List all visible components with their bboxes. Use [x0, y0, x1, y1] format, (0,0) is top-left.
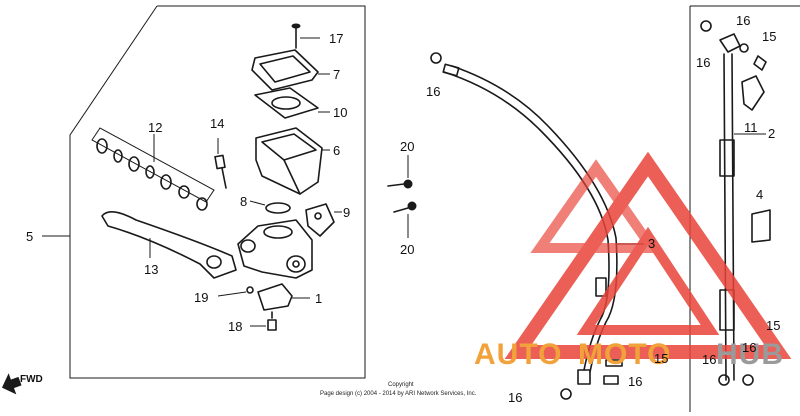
label-15-c: 15 [766, 318, 780, 333]
watermark-moto: MOTO [578, 338, 671, 371]
label-15-b: 15 [762, 29, 776, 44]
label-7: 7 [333, 67, 340, 82]
part-13-brake-lever [101, 211, 237, 279]
label-4: 4 [756, 187, 763, 202]
watermark-auto: AUTO [474, 338, 562, 371]
label-16-a: 16 [426, 84, 440, 99]
part-6-reservoir-body [255, 127, 330, 195]
label-20-b: 20 [400, 242, 414, 257]
watermark-logo [504, 151, 792, 359]
label-12: 12 [148, 120, 162, 135]
label-20-a: 20 [400, 139, 414, 154]
label-14: 14 [210, 116, 224, 131]
label-13: 13 [144, 262, 158, 277]
label-16-c: 16 [508, 390, 522, 405]
label-9: 9 [343, 205, 350, 220]
label-5: 5 [26, 229, 33, 244]
master-cylinder-body [237, 219, 313, 279]
part-2-brake-hose [700, 20, 771, 386]
copyright-line-1: Copyright [388, 382, 414, 388]
label-8: 8 [240, 194, 247, 209]
copyright-line-2: Page design (c) 2004 - 2014 by ARI Netwo… [320, 391, 477, 397]
part-20-bolt-upper [387, 155, 413, 189]
part-1-stop-switch [257, 283, 310, 311]
label-10: 10 [333, 105, 347, 120]
part-17-screw [291, 23, 320, 49]
fwd-label: FWD [20, 374, 43, 385]
part-8-o-ring [249, 200, 291, 214]
label-19: 19 [194, 290, 208, 305]
label-2: 2 [768, 126, 775, 141]
label-1: 1 [315, 291, 322, 306]
label-16-b: 16 [628, 374, 642, 389]
label-16-d: 16 [736, 13, 750, 28]
label-11: 11 [744, 120, 758, 135]
part-18-bolt [250, 311, 277, 331]
label-18: 18 [228, 319, 242, 334]
part-12-piston-set [91, 127, 215, 211]
watermark-hub: HUB [716, 338, 784, 371]
label-3: 3 [648, 236, 655, 251]
group-boundary-left [69, 5, 366, 379]
label-16-g: 16 [702, 352, 716, 367]
fwd-arrow: FWD [1, 373, 43, 395]
part-10-diaphragm [254, 87, 330, 119]
label-16-f: 16 [742, 340, 756, 355]
part-14-switch-bolt [214, 138, 227, 189]
part-9-cover [305, 203, 342, 237]
label-16-e: 16 [696, 55, 710, 70]
part-7-reservoir-cap [251, 49, 330, 91]
label-17: 17 [329, 31, 343, 46]
part-19-screw [217, 286, 254, 297]
label-15-a: 15 [654, 351, 668, 366]
part-20-bolt-lower [393, 201, 417, 238]
part-15-bolt-bottom [603, 359, 623, 385]
label-6: 6 [333, 143, 340, 158]
